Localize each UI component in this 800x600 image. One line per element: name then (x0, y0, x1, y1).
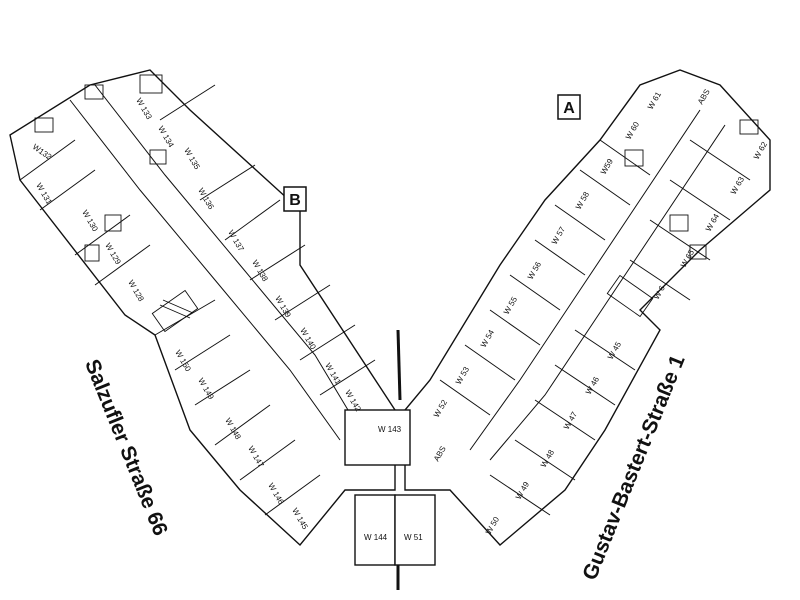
wing-b (9, 69, 396, 547)
wing-a (404, 69, 771, 546)
building-b-label: B (283, 186, 307, 212)
room-label: W 144 (364, 533, 388, 542)
stairwell-a (606, 119, 759, 318)
room-label: W 143 (378, 425, 402, 434)
stairwell-b2 (34, 74, 167, 262)
building-a-label: A (557, 94, 581, 120)
stairwell-b1 (151, 289, 199, 333)
central-block (344, 409, 436, 566)
svg-text:A: A (563, 100, 575, 117)
axis-line-top (396, 329, 402, 401)
room-label: W 51 (404, 533, 423, 542)
svg-text:B: B (289, 192, 301, 209)
street-left-label: Salzufler Straße 66 (80, 356, 172, 539)
